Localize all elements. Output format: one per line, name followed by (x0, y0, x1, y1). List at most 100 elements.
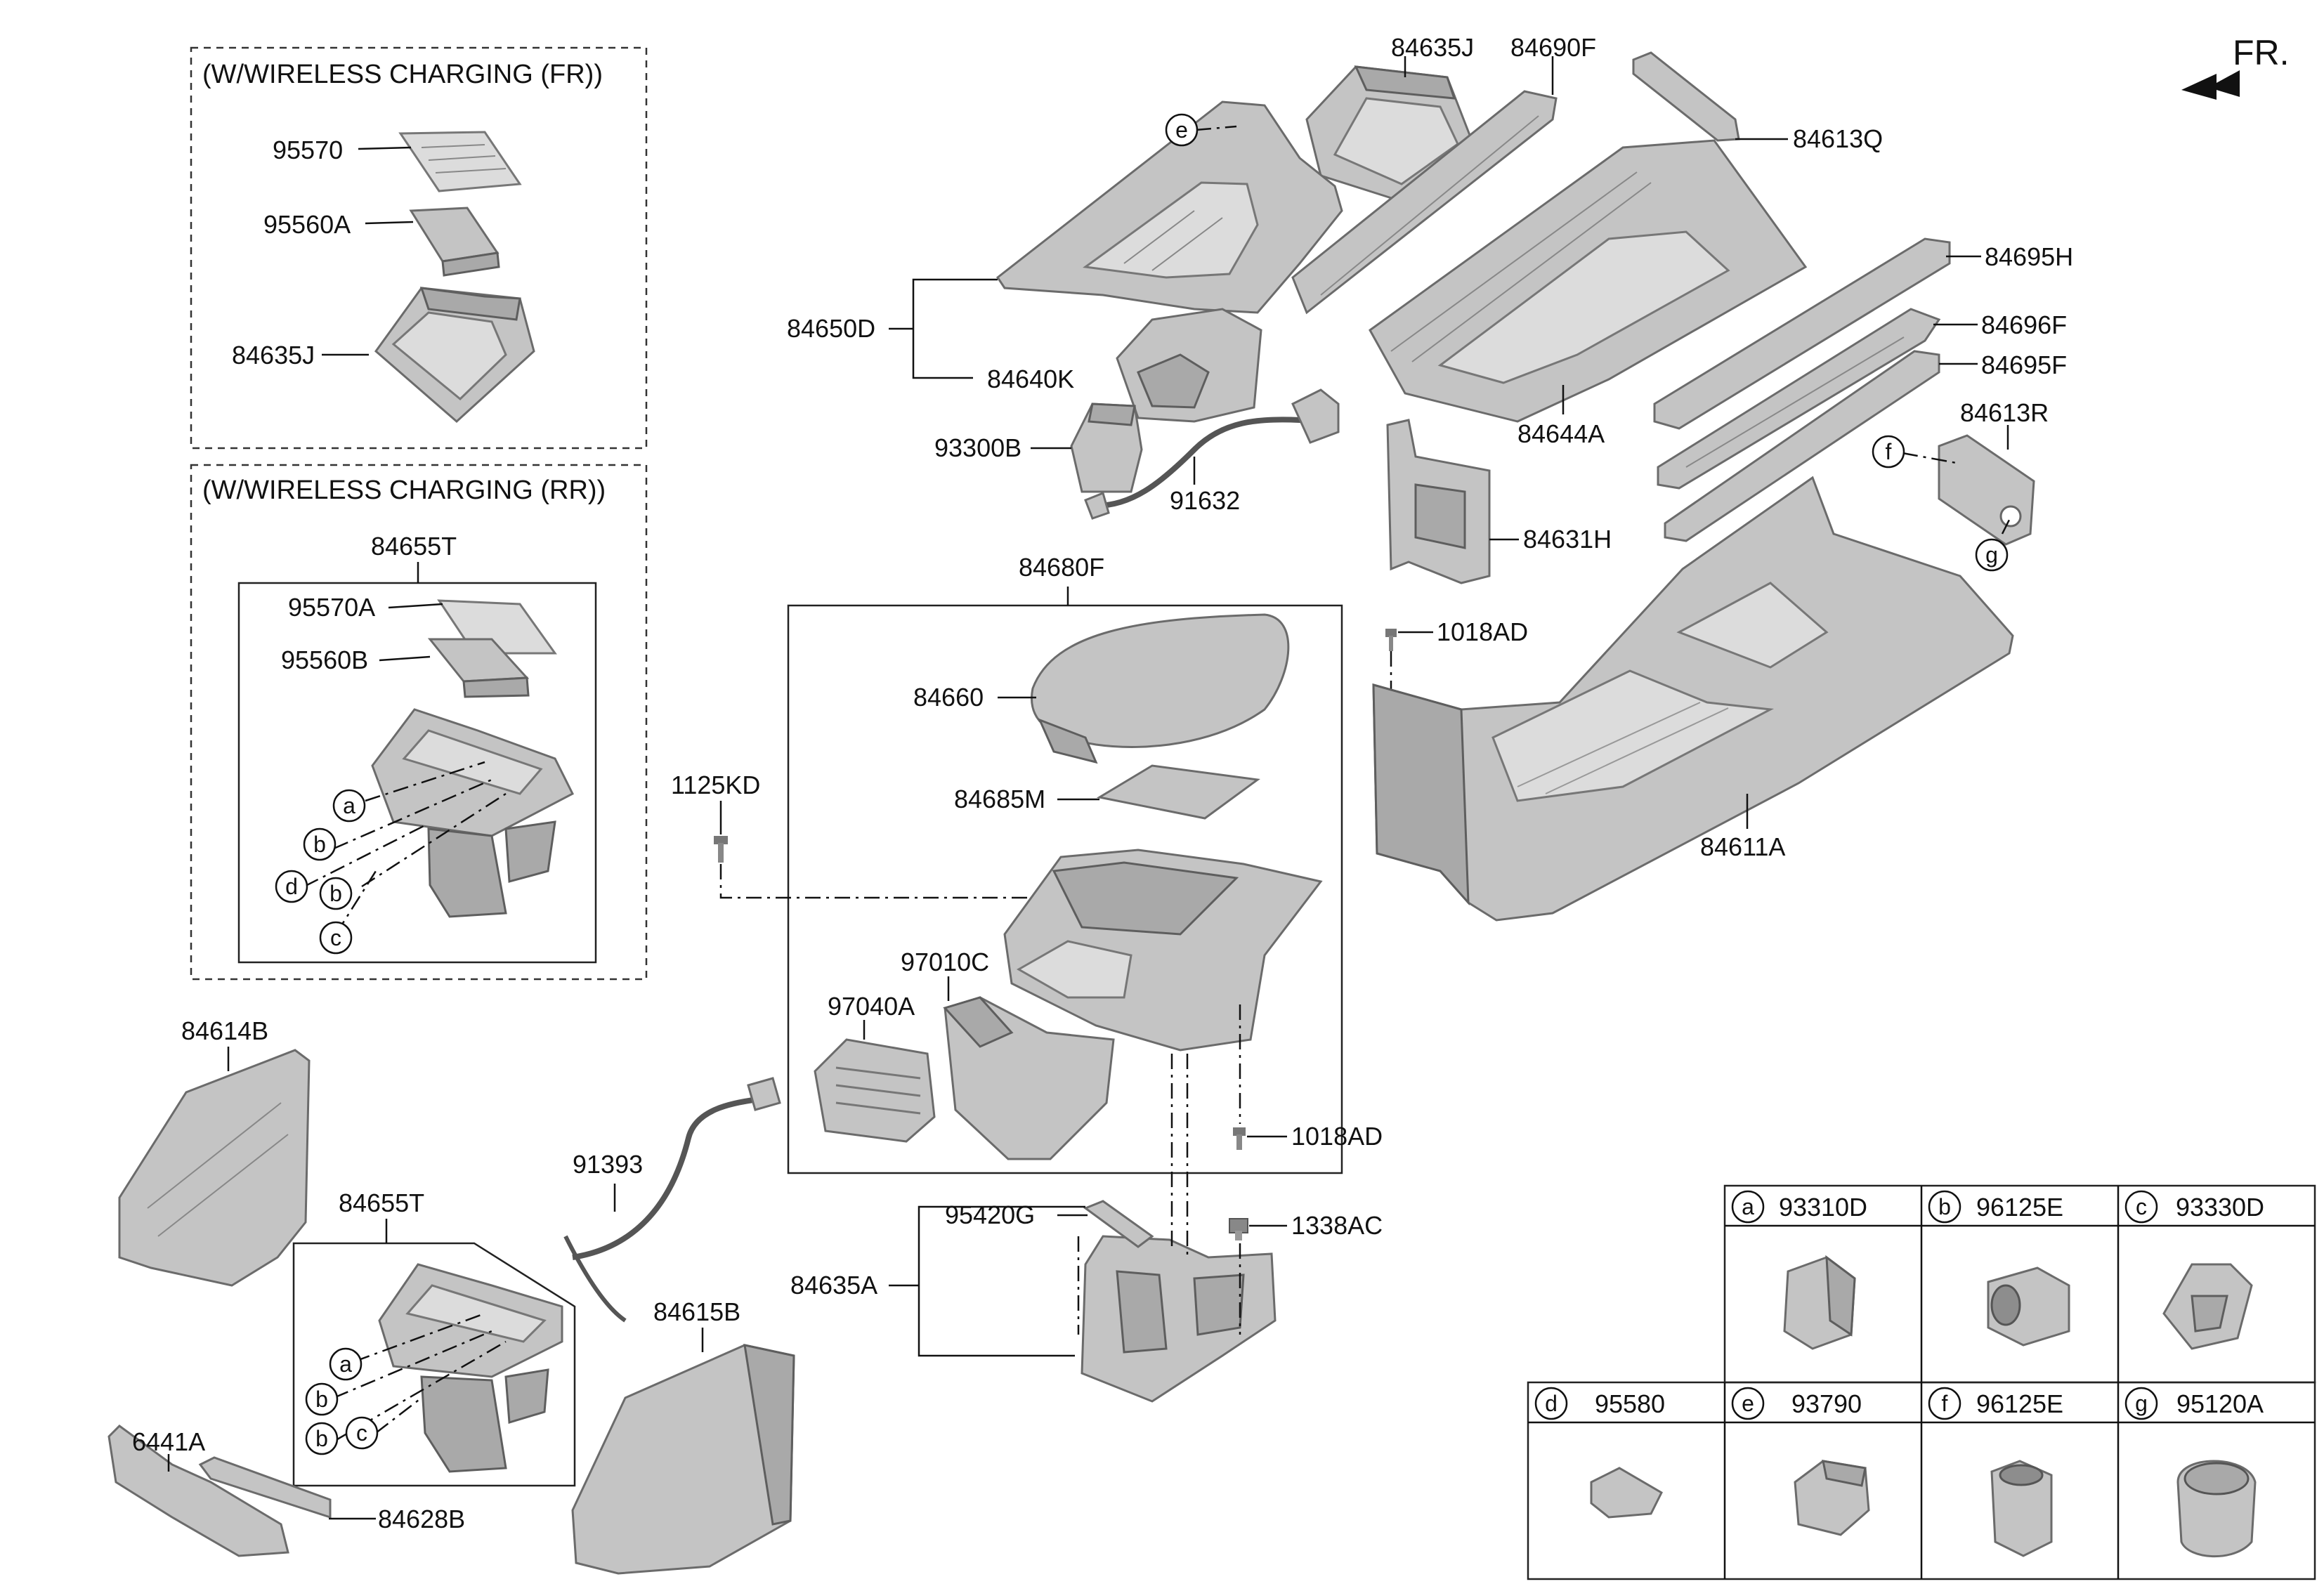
legend-letter-c: c (2136, 1194, 2147, 1219)
bracket-84635A (1081, 1235, 1277, 1403)
label-84613R: 84613R (1960, 398, 2049, 427)
vent-97040A (814, 1038, 936, 1143)
label-84660: 84660 (913, 683, 984, 712)
label-97010C: 97010C (901, 948, 989, 976)
front-arrow-icon (2181, 70, 2240, 100)
callout-e: e (1175, 117, 1188, 143)
side-cover-84614B (118, 1049, 311, 1287)
label-97040A: 97040A (828, 992, 915, 1021)
label-95420G: 95420G (945, 1200, 1035, 1229)
legend-image-95580 (1590, 1467, 1663, 1519)
label-84650D: 84650D (787, 314, 875, 343)
legend-letter-g: g (2135, 1391, 2148, 1416)
legend-image-96125E-f (1990, 1460, 2053, 1557)
screw-1018AD-top (1385, 629, 1397, 651)
callout-a-rr: a (343, 793, 355, 818)
label-95560B: 95560B (281, 646, 368, 674)
trim-84690F (1291, 90, 1558, 315)
label-84655T-bottom: 84655T (339, 1189, 424, 1217)
front-tray-housing (378, 1263, 563, 1473)
pad-84685M (1096, 764, 1260, 820)
label-84640K: 84640K (987, 365, 1074, 393)
bracket-84628B (198, 1456, 332, 1519)
callout-f: f (1886, 439, 1892, 464)
bracket-84631H (1386, 419, 1491, 584)
label-1125KD: 1125KD (671, 771, 760, 799)
bracket-84613Q (1632, 51, 1740, 142)
legend-letter-f: f (1942, 1391, 1948, 1416)
label-1018AD-bottom: 1018AD (1291, 1122, 1383, 1151)
legend-image-93330D (2162, 1263, 2253, 1350)
rr-tray-housing (371, 708, 575, 918)
side-cover-84615B (571, 1344, 795, 1575)
label-84685M: 84685M (954, 785, 1045, 813)
armrest-cover-84660 (1031, 613, 1290, 764)
trim-84695H (1653, 237, 1951, 430)
label-84631H: 84631H (1523, 525, 1612, 554)
label-1018AD-top: 1018AD (1437, 617, 1528, 646)
cover-97010C (943, 996, 1115, 1160)
label-84695H: 84695H (1985, 242, 2073, 271)
label-84628B: 84628B (378, 1505, 465, 1533)
legend-letter-e: e (1742, 1391, 1754, 1416)
label-91393: 91393 (573, 1150, 643, 1179)
label-84635J: 84635J (1391, 33, 1474, 62)
label-84680F: 84680F (1019, 553, 1104, 582)
wireless-rr-caption: (W/WIRELESS CHARGING (RR)) (202, 476, 606, 505)
label-84655T-top: 84655T (371, 532, 457, 561)
switch-93300B (1070, 402, 1143, 493)
label-95560A: 95560A (263, 210, 351, 239)
bracket-84613R (1938, 434, 2035, 546)
label-84635A: 84635A (790, 1271, 877, 1299)
label-84635J-fr: 84635J (232, 341, 315, 369)
callout-d-rr: d (285, 874, 298, 899)
trim-6441A (107, 1425, 289, 1557)
legend-part-a: 93310D (1779, 1193, 1867, 1222)
callout-c-fr: c (356, 1420, 367, 1446)
callout-c-rr: c (330, 925, 341, 950)
front-assembly-box (292, 1242, 576, 1487)
wireless-fr-caption: (W/WIRELESS CHARGING (FR)) (202, 60, 603, 89)
wireless-pad-95570 (398, 131, 522, 192)
legend-image-95120A (2176, 1460, 2257, 1558)
label-91632: 91632 (1170, 486, 1240, 515)
part-95420G (1083, 1200, 1154, 1248)
callout-b-fr-2: b (315, 1426, 328, 1451)
clip-1338AC (1229, 1218, 1248, 1240)
label-95570A: 95570A (288, 593, 375, 622)
wireless-fr-box (190, 46, 648, 450)
label-84611A: 84611A (1700, 832, 1785, 861)
label-84615B: 84615B (653, 1297, 740, 1326)
callout-b-rr-1: b (313, 832, 326, 857)
legend-image-96125E-b (1987, 1266, 2070, 1347)
label-6441A: 6441A (132, 1427, 205, 1456)
label-84696F: 84696F (1981, 310, 2067, 339)
cup-holder-84640K (1116, 308, 1262, 423)
legend-part-d: 95580 (1595, 1389, 1665, 1418)
console-body-84611A (1372, 476, 2014, 922)
callout-b-rr-2: b (329, 881, 342, 906)
label-84644A: 84644A (1517, 419, 1605, 448)
legend-letter-a: a (1742, 1194, 1754, 1219)
label-95570: 95570 (273, 136, 343, 164)
legend-image-93790 (1794, 1460, 1870, 1536)
label-84695F: 84695F (1981, 351, 2067, 379)
screw-1018AD-bottom (1233, 1127, 1246, 1150)
trim-84696F (1657, 308, 1941, 490)
wireless-module-95560B (427, 638, 530, 698)
label-1338AC: 1338AC (1291, 1211, 1383, 1240)
legend-image-93310D (1783, 1255, 1856, 1350)
legend-part-c: 93330D (2176, 1193, 2264, 1222)
legend-part-g: 95120A (2176, 1389, 2264, 1418)
console-box-lower (1003, 849, 1323, 1052)
legend-letter-b: b (1938, 1194, 1951, 1219)
armrest-assembly-box (787, 604, 1343, 1174)
callout-a-fr: a (339, 1351, 352, 1377)
wiring-91632 (1084, 388, 1340, 520)
wireless-module-95560A (409, 207, 500, 277)
wiring-91393 (563, 1077, 781, 1323)
label-93300B: 93300B (934, 433, 1021, 462)
trim-84695F (1664, 350, 1940, 542)
